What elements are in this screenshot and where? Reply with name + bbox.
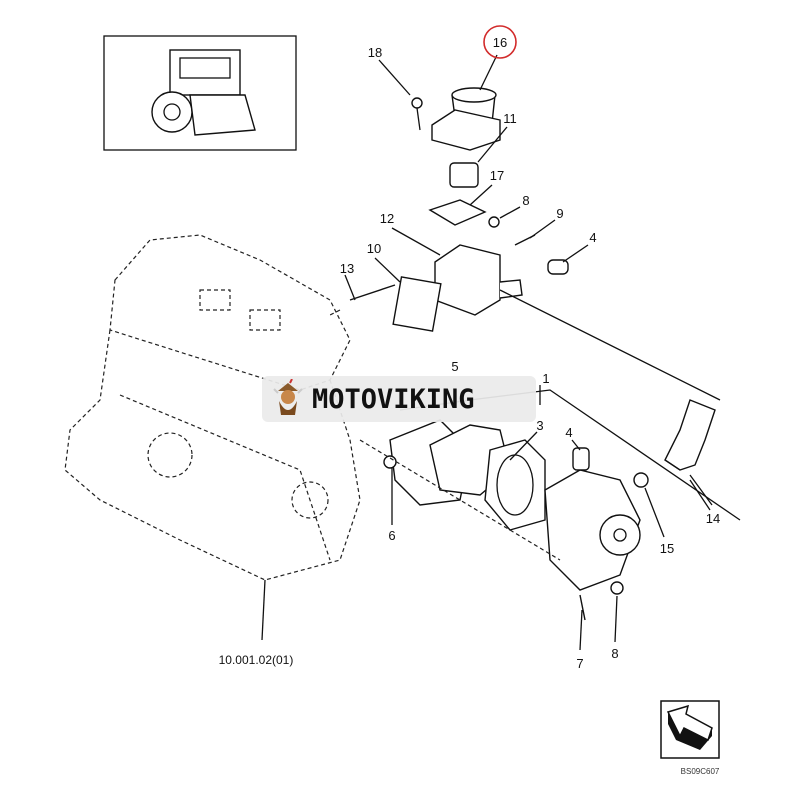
callout-16[interactable]: 16: [493, 35, 507, 50]
callout-15[interactable]: 15: [660, 541, 674, 556]
callout-3[interactable]: 3: [536, 418, 543, 433]
callout-5[interactable]: 5: [451, 359, 458, 374]
callout-13[interactable]: 13: [340, 261, 354, 276]
reference-label[interactable]: 10.001.02(01): [219, 653, 294, 667]
callout-12[interactable]: 12: [380, 211, 394, 226]
return-arrow-icon[interactable]: [660, 700, 720, 759]
thermostat-assembly: [329, 54, 721, 401]
callout-8[interactable]: 8: [522, 193, 529, 208]
callout-4-pump[interactable]: 4: [565, 425, 572, 440]
viking-logo-icon: [273, 379, 303, 415]
watermark: MOTOVIKING: [262, 376, 536, 422]
callout-17[interactable]: 17: [490, 168, 504, 183]
figure-code: BS09C607: [681, 767, 720, 776]
watermark-text: MOTOVIKING: [312, 383, 475, 415]
callout-9[interactable]: 9: [556, 206, 563, 221]
callout-10[interactable]: 10: [367, 241, 381, 256]
callout-6[interactable]: 6: [388, 528, 395, 543]
coolant-hose: [664, 399, 716, 511]
callout-11[interactable]: 11: [503, 111, 517, 126]
callout-4[interactable]: 4: [589, 230, 596, 245]
water-pump-assembly: [359, 385, 741, 651]
callout-18[interactable]: 18: [368, 45, 382, 60]
callout-7[interactable]: 7: [576, 656, 583, 671]
callout-14[interactable]: 14: [706, 511, 720, 526]
highlight-circle: [483, 25, 517, 59]
engine-block: [64, 234, 361, 641]
callout-1[interactable]: 1: [542, 371, 549, 386]
engine-thumbnail: [103, 35, 297, 151]
callout-8-pump[interactable]: 8: [611, 646, 618, 661]
